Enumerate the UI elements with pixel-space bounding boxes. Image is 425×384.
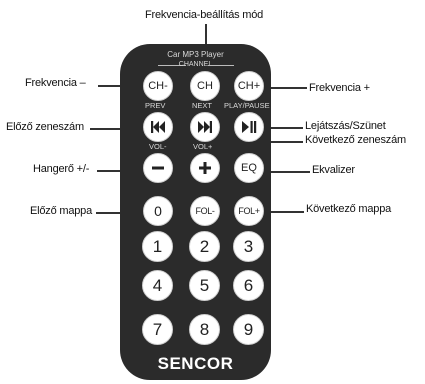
volume-down-button[interactable] bbox=[143, 153, 173, 183]
digit-1-button[interactable]: 1 bbox=[142, 231, 173, 262]
skip-forward-icon bbox=[198, 121, 212, 133]
label-volume: Hangerő +/- bbox=[33, 163, 90, 175]
brand-logo: SENCOR bbox=[157, 354, 234, 373]
leader-equalizer bbox=[263, 171, 310, 173]
label-next-folder: Következő mappa bbox=[306, 203, 392, 215]
skip-back-icon bbox=[151, 121, 165, 133]
ch-plus-button[interactable]: CH+ bbox=[234, 71, 264, 101]
label-mode: Frekvencia-beállítás mód bbox=[145, 9, 264, 21]
folder-next-button[interactable]: FOL+ bbox=[234, 196, 264, 226]
leader-freq-plus bbox=[263, 87, 307, 89]
label-play-pause: Lejátszás/Szünet bbox=[305, 120, 386, 132]
label-next-track: Következő zeneszám bbox=[305, 134, 406, 146]
leader-play-pause bbox=[262, 127, 303, 129]
ch-minus-button[interactable]: CH- bbox=[143, 71, 173, 101]
next-track-button[interactable] bbox=[190, 112, 220, 142]
label-equalizer: Ekvalizer bbox=[312, 164, 355, 176]
digit-4-button[interactable]: 4 bbox=[142, 270, 173, 301]
play-pause-label: PLAY/PAUSE bbox=[224, 101, 270, 110]
channel-line-left bbox=[158, 65, 186, 66]
plus-icon bbox=[199, 162, 211, 174]
vol-plus-label: VOL+ bbox=[193, 142, 213, 151]
volume-up-button[interactable] bbox=[190, 153, 220, 183]
channel-line-right bbox=[208, 65, 234, 66]
eq-button[interactable]: EQ bbox=[234, 153, 264, 183]
digit-2-button[interactable]: 2 bbox=[189, 231, 220, 262]
label-prev-folder: Előző mappa bbox=[30, 205, 93, 217]
ch-button[interactable]: CH bbox=[190, 71, 220, 101]
digit-3-button[interactable]: 3 bbox=[233, 231, 264, 262]
vol-minus-label: VOL- bbox=[149, 142, 167, 151]
remote-control: Car MP3 Player CHANNEL CH- CH CH+ PREV N… bbox=[120, 44, 271, 380]
prev-label: PREV bbox=[145, 101, 166, 110]
digit-7-button[interactable]: 7 bbox=[142, 314, 173, 345]
digit-8-button[interactable]: 8 bbox=[189, 314, 220, 345]
digit-6-button[interactable]: 6 bbox=[233, 270, 264, 301]
label-freq-minus: Frekvencia – bbox=[25, 77, 86, 89]
digit-9-button[interactable]: 9 bbox=[233, 314, 264, 345]
play-pause-icon bbox=[242, 121, 257, 133]
prev-track-button[interactable] bbox=[143, 112, 173, 142]
digit-5-button[interactable]: 5 bbox=[189, 270, 220, 301]
label-prev-track: Előző zeneszám bbox=[6, 121, 84, 133]
minus-icon bbox=[152, 166, 164, 170]
folder-prev-button[interactable]: FOL- bbox=[190, 196, 220, 226]
channel-label: CHANNEL bbox=[178, 61, 213, 68]
label-freq-plus: Frekvencia + bbox=[309, 82, 370, 94]
leader-prev-track bbox=[90, 128, 142, 130]
next-label: NEXT bbox=[192, 101, 213, 110]
remote-header: Car MP3 Player bbox=[167, 50, 224, 59]
play-pause-button[interactable] bbox=[234, 112, 264, 142]
leader-next-folder bbox=[262, 211, 304, 213]
zero-button[interactable]: 0 bbox=[143, 196, 173, 226]
